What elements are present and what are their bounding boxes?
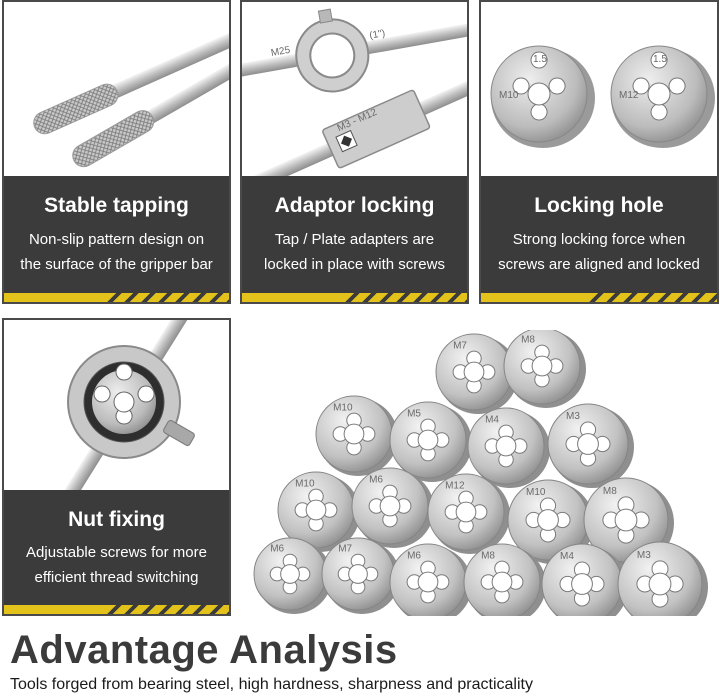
round-die: M4 [541,543,628,616]
gripper-bar-photo [33,21,229,168]
die-size-label: M3 [566,411,580,422]
round-die: M8 [503,330,586,408]
round-dies-photo: M10 1.5 M12 1.5 [490,45,715,148]
panel-title: Stable tapping [44,194,189,217]
die-size-label: M10 [499,90,519,101]
round-die: M6 [253,537,332,614]
panel-description-line: Non-slip pattern design on [28,231,205,248]
die-size-label: M8 [603,486,617,497]
caption-box: Nut fixing Adjustable screws for more ef… [4,490,229,614]
panel-title: Nut fixing [68,508,165,531]
die-size-label: M10 [333,402,353,413]
die-size-label: M6 [270,544,284,555]
die-holder-photo [38,320,220,496]
die-size-label: M8 [521,334,535,345]
panel-description-line: Tap / Plate adapters are [274,231,435,248]
accent-stripe [242,293,467,302]
panel-description-line: efficient thread switching [34,569,199,586]
accent-stripe [481,293,717,302]
round-die: M7 [435,333,518,414]
feature-panel-nut-fixing: Nut fixing Adjustable screws for more ef… [2,318,231,616]
caption-box: Locking hole Strong locking force when s… [481,176,717,302]
die-size-label: M10 [295,478,315,489]
round-die: M6 [351,467,434,548]
feature-panel-locking-hole: M10 1.5 M12 1.5 Locking hole Strong lock… [479,0,719,304]
round-die: M7 [321,537,400,614]
die-size-label: M7 [338,544,352,555]
round-die: M4 [467,407,550,488]
round-die: M3 [547,403,634,488]
panel-description-line: screws are aligned and locked [498,256,700,273]
die-pitch-label: 1.5 [653,54,667,65]
panel-title: Adaptor locking [274,194,435,217]
panel-title: Locking hole [534,194,664,217]
round-die: M6 [389,543,472,616]
die-size-label: M6 [407,550,421,561]
die-size-label: M4 [485,414,499,425]
caption-box: Stable tapping Non-slip pattern design o… [4,176,229,302]
die-size-label: M3 [637,550,651,561]
feature-panel-adaptor-locking: M25 (1") M3 - M12 Adaptor locking Tap / … [240,0,469,304]
panel-description-line: Strong locking force when [512,231,686,248]
round-die: M10 [507,479,594,564]
die-pitch-label: 1.5 [533,54,547,65]
feature-panel-stable-tapping: Stable tapping Non-slip pattern design o… [2,0,231,304]
round-die: M5 [389,401,472,482]
round-die: M10 [315,395,398,476]
round-die: M3 [617,541,708,616]
page-title: Advantage Analysis [10,628,398,672]
panel-description-line: Adjustable screws for more [26,544,207,561]
accent-stripe [4,605,229,614]
die-size-label: M6 [369,474,383,485]
panel-description-line: locked in place with screws [264,256,445,273]
die-size-label: M5 [407,408,421,419]
round-die: M12 [427,473,510,554]
wrench-size-label: M25 [270,45,291,59]
round-die: M10 [277,471,360,552]
die-size-label: M7 [453,340,467,351]
tap-wrench-photo: M25 (1") M3 - M12 [242,8,467,178]
panel-description-line: the surface of the gripper bar [20,256,213,273]
round-die: M8 [463,543,546,616]
die-size-label: M4 [560,551,574,562]
die-size-label: M12 [445,480,465,491]
accent-stripe [4,293,229,302]
tagline: Tools forged from bearing steel, high ha… [10,676,533,693]
caption-box: Adaptor locking Tap / Plate adapters are… [242,176,467,302]
die-size-label: M12 [619,90,639,101]
wrench-inch-label: (1") [369,28,386,42]
die-size-label: M8 [481,550,495,561]
die-size-label: M10 [526,487,546,498]
